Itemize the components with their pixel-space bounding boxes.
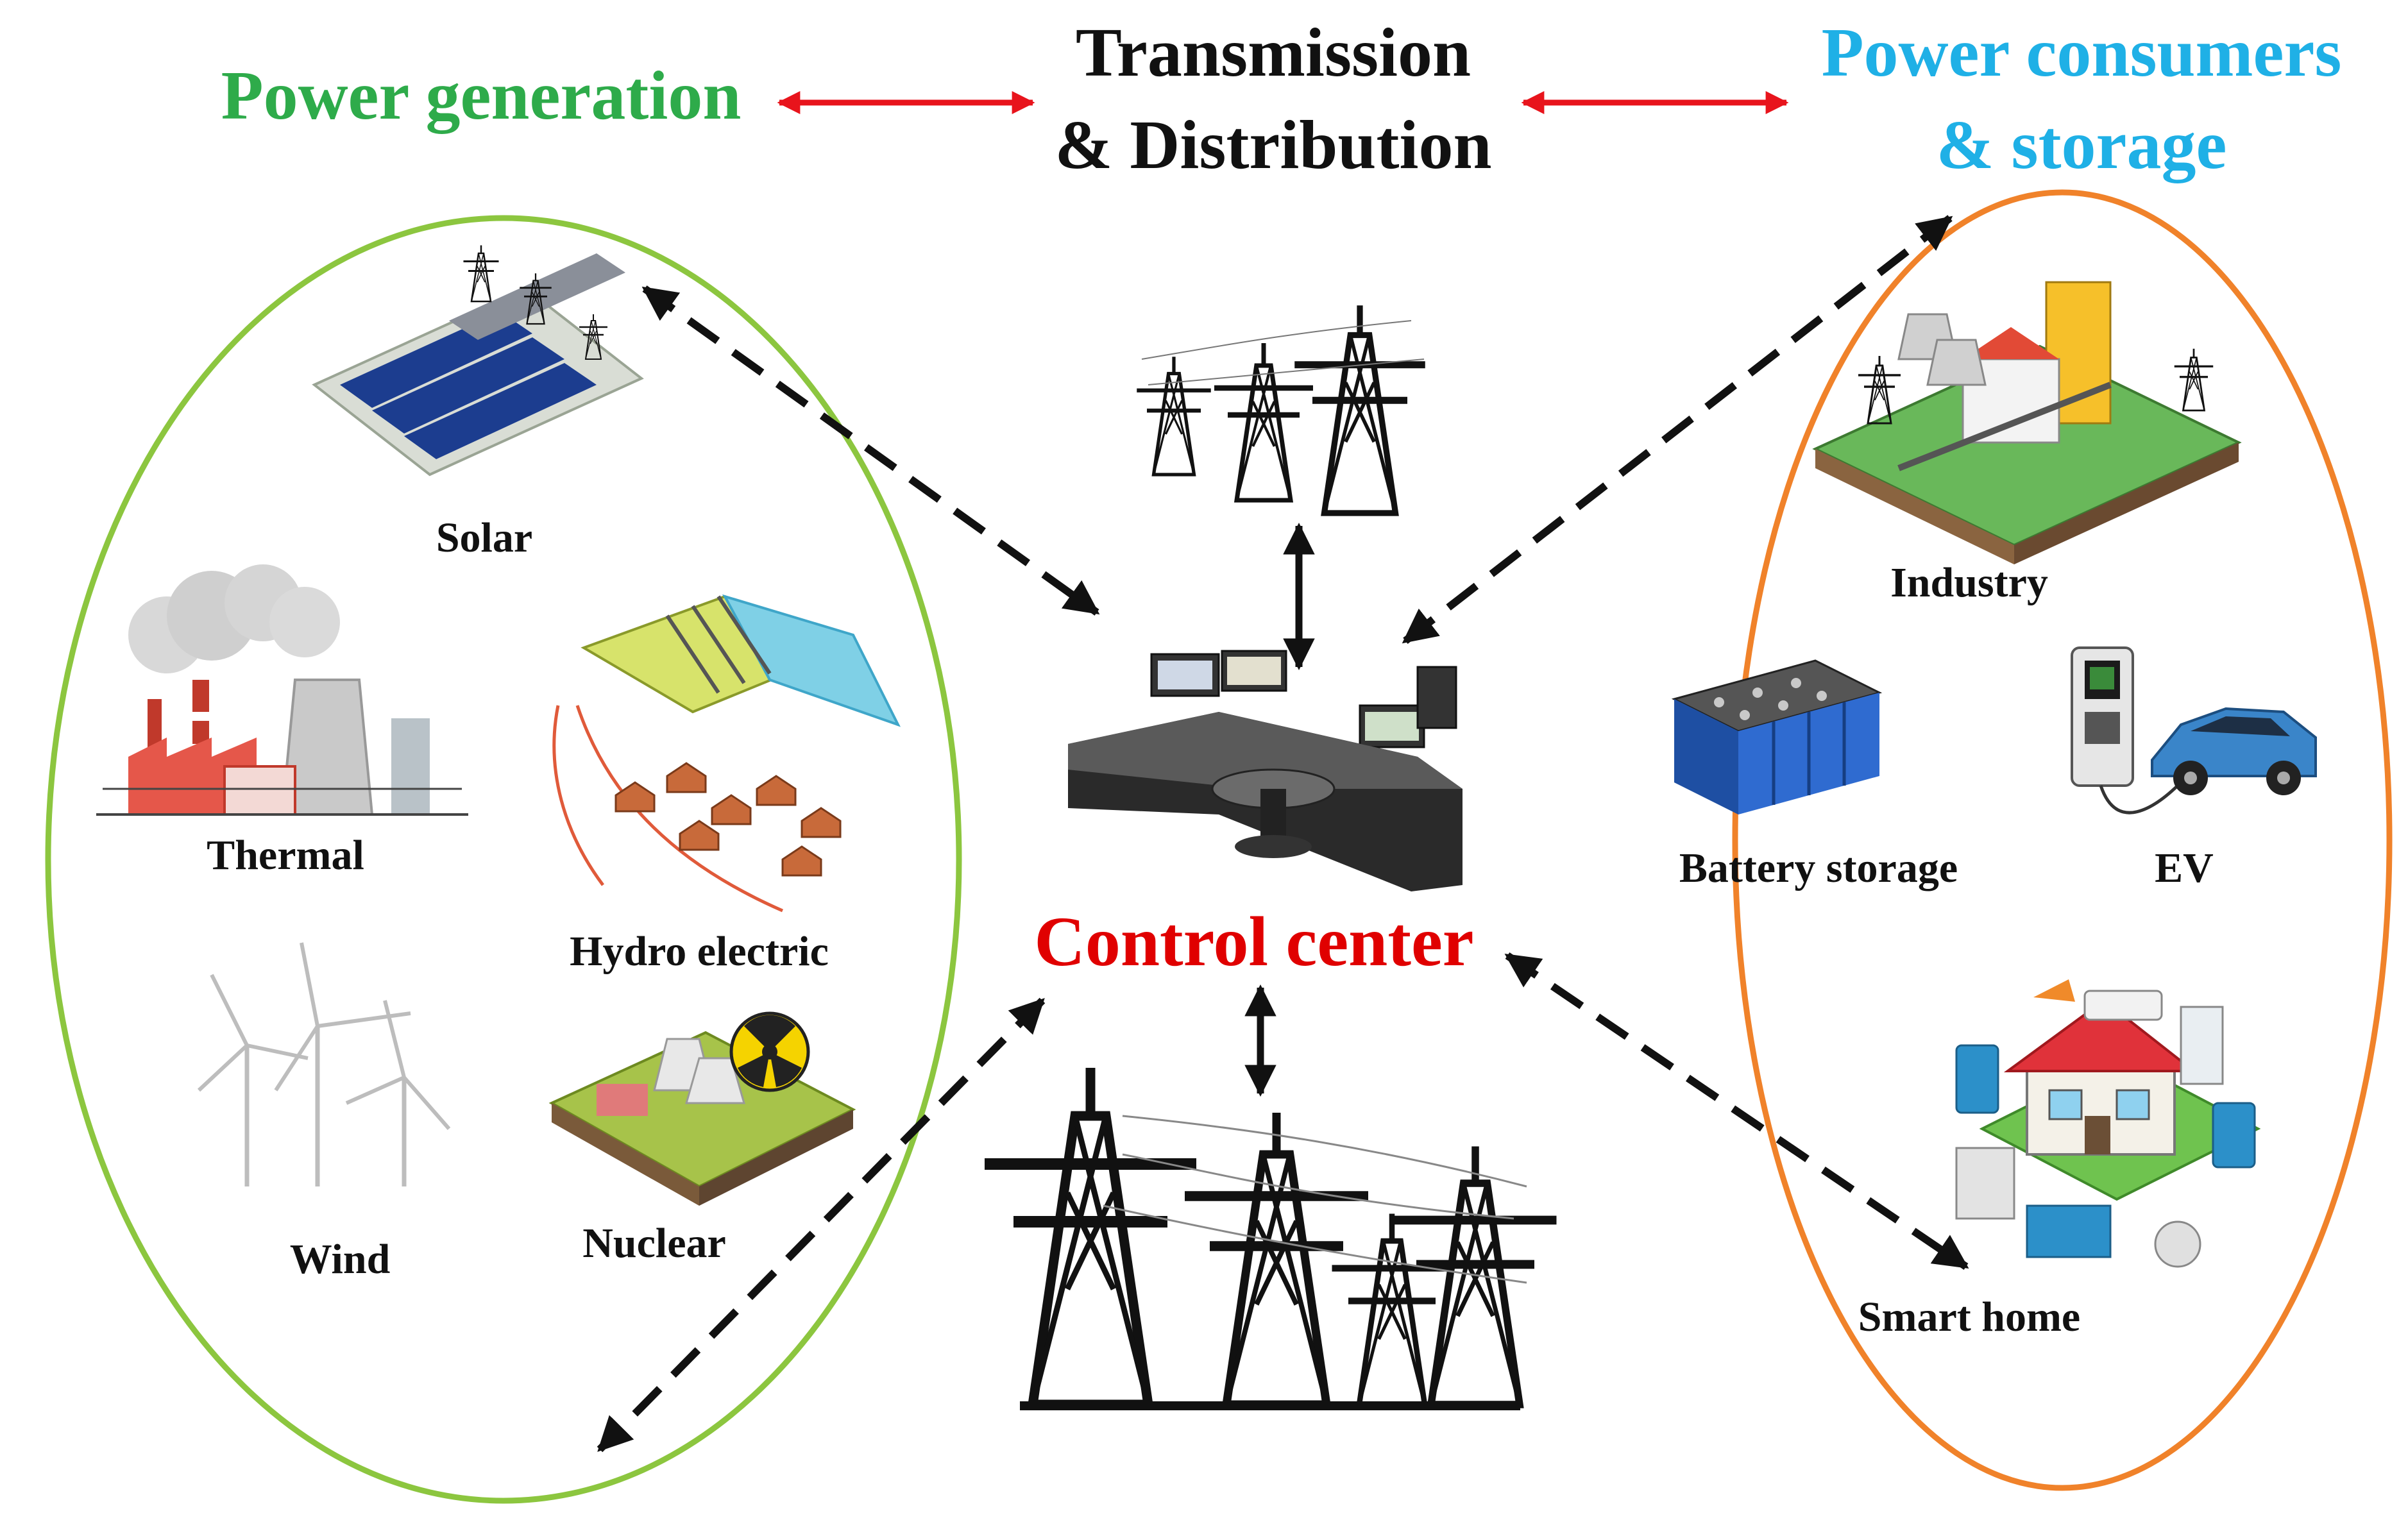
thermal-label: Thermal <box>207 832 364 879</box>
wind-icon <box>199 943 449 1186</box>
smart-home-control-link-arrow <box>1507 956 1966 1267</box>
control-center-label: Control center <box>1034 902 1473 981</box>
ev-icon <box>2072 648 2316 813</box>
battery-storage-icon <box>1674 661 1879 814</box>
hydro-label: Hydro electric <box>570 928 829 975</box>
control-center-icon <box>1068 651 1463 891</box>
nuclear-icon <box>552 1013 853 1206</box>
battery-storage-label: Battery storage <box>1679 845 1958 891</box>
solar-label: Solar <box>436 514 532 561</box>
power-generation-title: Power generation <box>221 58 742 134</box>
transmission-title-line1: Transmission <box>1076 15 1471 91</box>
hydro-icon <box>554 596 898 911</box>
industry-icon <box>1815 282 2239 564</box>
thermal-icon <box>96 564 468 814</box>
transmission-title-line2: & Distribution <box>1055 107 1491 183</box>
nuclear-label: Nuclear <box>582 1220 726 1267</box>
consumers-title-line1: Power consumers <box>1822 15 2342 91</box>
wind-label: Wind <box>290 1236 391 1283</box>
ev-label: EV <box>2155 845 2214 891</box>
industry-label: Industry <box>1890 559 2048 606</box>
smart-home-icon <box>1956 979 2258 1267</box>
consumers-title-line2: & storage <box>1937 107 2227 183</box>
solar-control-link-arrow <box>645 289 1097 612</box>
transmission-towers-icon <box>1137 305 1425 513</box>
solar-icon <box>314 246 641 475</box>
smart-home-label: Smart home <box>1858 1294 2080 1340</box>
distribution-towers-icon <box>985 1068 1557 1410</box>
